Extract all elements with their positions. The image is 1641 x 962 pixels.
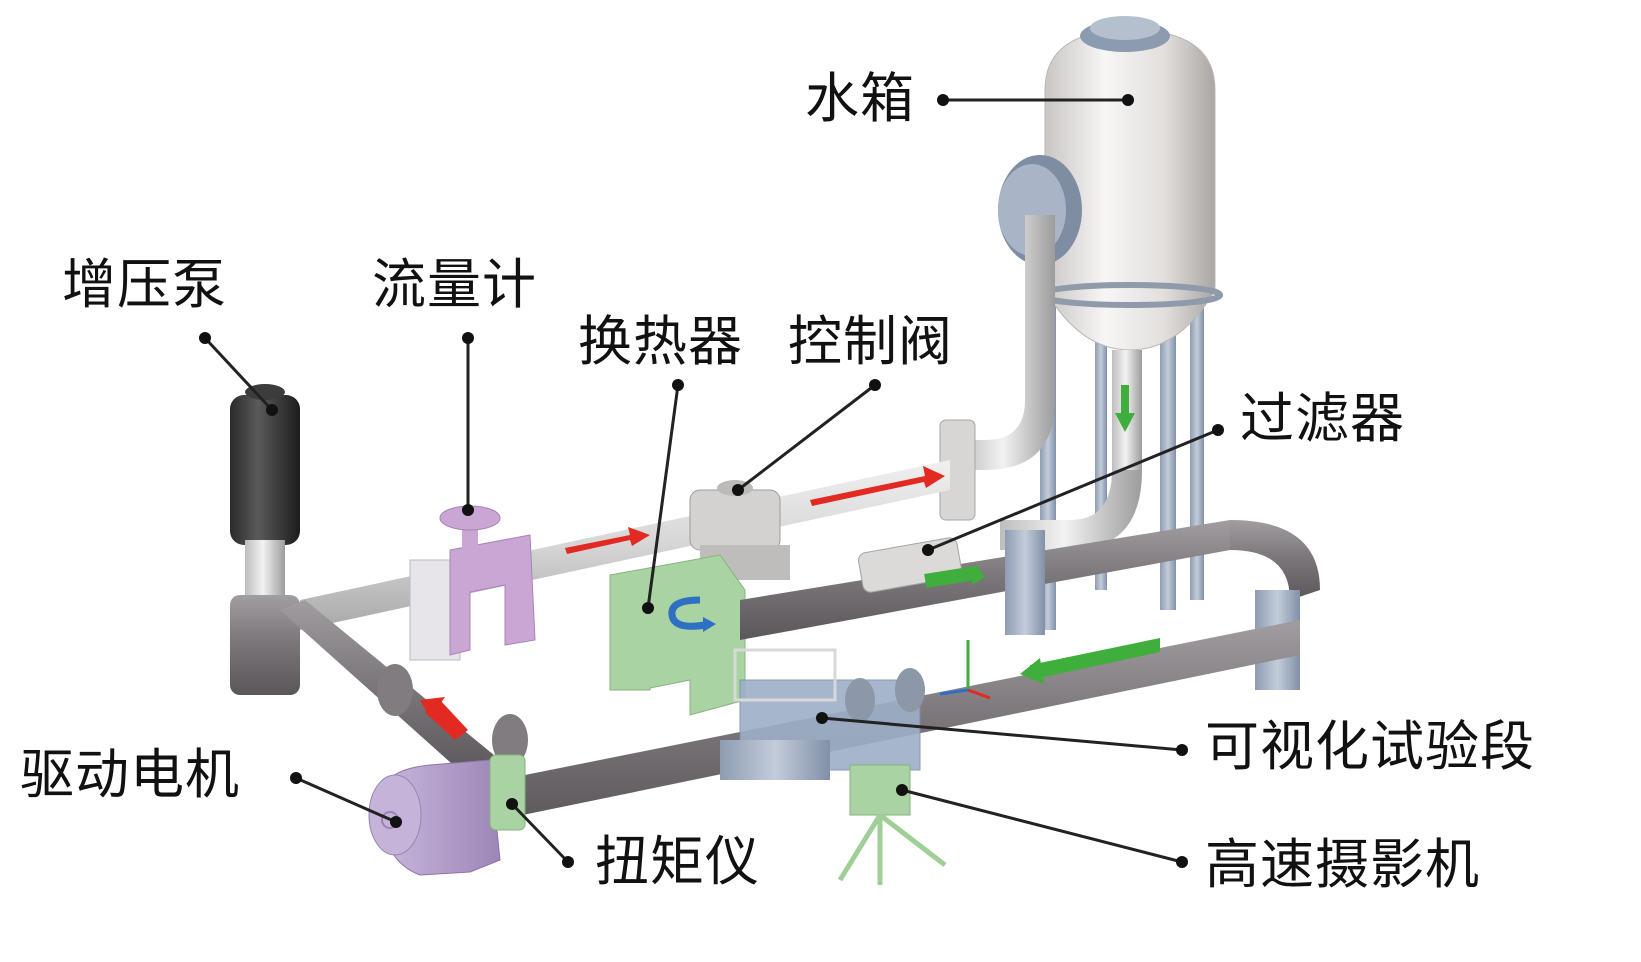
leader-lines — [199, 94, 1224, 868]
label-booster-pump: 增压泵 — [62, 253, 227, 316]
return-pipe — [939, 215, 1055, 521]
label-torque-meter: 扭矩仪 — [595, 830, 760, 893]
label-visual-test-section: 可视化试验段 — [1205, 715, 1535, 778]
torque-meter — [489, 754, 526, 831]
label-drive-motor: 驱动电机 — [20, 743, 240, 806]
label-water-tank: 水箱 — [805, 67, 915, 130]
drive-motor — [368, 759, 501, 876]
high-speed-camera — [837, 764, 947, 885]
label-flow-meter: 流量计 — [372, 253, 537, 316]
heat-exchanger — [609, 554, 746, 716]
filter-line — [740, 520, 1320, 690]
booster-pump — [230, 384, 300, 695]
label-filter: 过滤器 — [1240, 387, 1405, 450]
flow-meter — [409, 505, 536, 661]
label-heat-exchanger: 换热器 — [578, 310, 743, 373]
label-high-speed-camera: 高速摄影机 — [1205, 833, 1480, 896]
label-control-valve: 控制阀 — [788, 310, 953, 373]
water-tank — [998, 16, 1223, 630]
